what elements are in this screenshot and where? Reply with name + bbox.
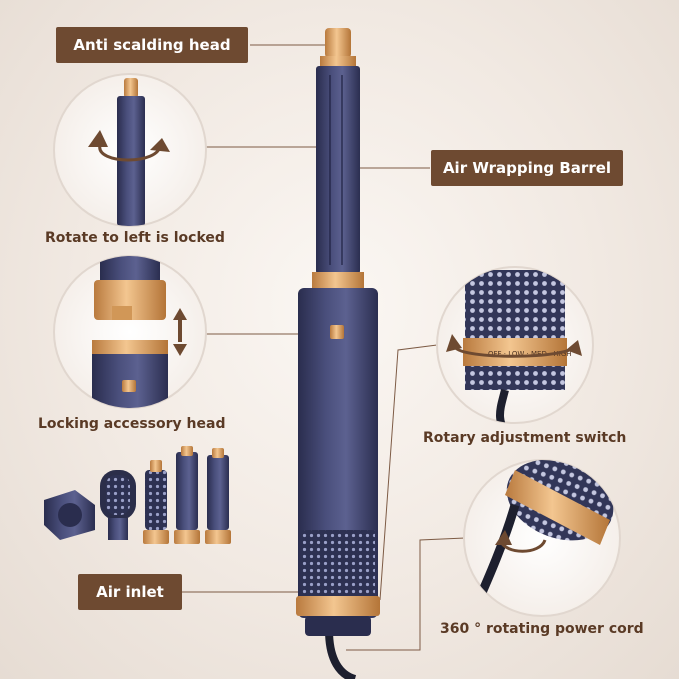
circle-power-cord bbox=[463, 459, 621, 617]
label-air-wrapping-barrel: Air Wrapping Barrel bbox=[431, 150, 623, 186]
caption-rotary-switch: Rotary adjustment switch bbox=[423, 430, 627, 446]
circle-locking bbox=[53, 255, 207, 409]
caption-locking-head: Locking accessory head bbox=[38, 416, 226, 432]
label-air-inlet: Air inlet bbox=[78, 574, 182, 610]
leader-lines bbox=[170, 44, 466, 651]
styler-body bbox=[296, 28, 380, 679]
circle-rotate bbox=[53, 73, 207, 227]
circle-switch: OFF · LOW · MED · HIGH bbox=[436, 266, 594, 424]
accessories bbox=[44, 446, 231, 544]
caption-rotate-locked: Rotate to left is locked bbox=[45, 230, 225, 246]
switch-marks: OFF · LOW · MED · HIGH bbox=[488, 350, 572, 358]
label-anti-scalding-head: Anti scalding head bbox=[56, 27, 248, 63]
caption-power-cord: 360 ° rotating power cord bbox=[440, 621, 644, 637]
